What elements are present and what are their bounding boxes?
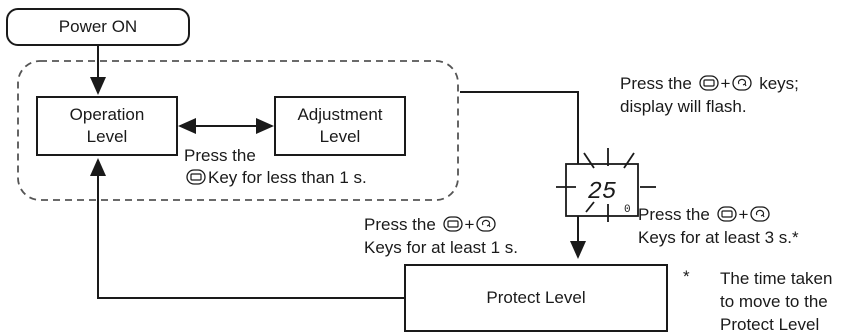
mode-key-icon — [186, 169, 206, 185]
display-sub-digit: 0 — [624, 204, 631, 216]
footnote-line-2: to move to the — [720, 292, 828, 311]
cycle-key-icon — [732, 75, 753, 91]
node-power-on-label: Power ON — [58, 17, 138, 36]
cycle-key-icon — [750, 206, 771, 222]
node-protect-level: Protect Level — [404, 264, 668, 332]
node-power-on: Power ON — [6, 8, 190, 46]
label-three-sec-press: Press the — [638, 205, 710, 224]
operation-group-outline — [17, 60, 459, 201]
node-operation-label-2: Level — [86, 127, 128, 146]
label-one-sec-press: Press the — [364, 215, 436, 234]
label-flash-press: Press the — [620, 74, 692, 93]
arrow-protect-to-operation — [90, 158, 404, 299]
node-operation-label-1: Operation — [69, 105, 145, 124]
label-flash-2: display will flash. — [620, 97, 747, 116]
cycle-key-icon — [476, 216, 497, 232]
label-one-sec-2: Keys for at least 1 s. — [364, 238, 519, 257]
footnote-line-3: Protect Level — [720, 315, 820, 334]
display-digits: 25 — [588, 179, 617, 206]
label-three-sec-2: Keys for at least 3 s.* — [638, 228, 799, 247]
mode-key-icon — [698, 75, 719, 91]
mode-key-icon — [442, 216, 463, 232]
node-protect-label: Protect Level — [486, 288, 586, 307]
label-press-mode-2: Key for less than 1 s. — [184, 167, 367, 189]
node-adjustment-level: Adjustment Level — [274, 96, 406, 156]
mode-key-icon — [716, 206, 737, 222]
node-adjustment-label-2: Level — [319, 127, 361, 146]
label-press-mode-1: Press the — [184, 146, 256, 165]
footnote-line-1: The time taken — [720, 269, 833, 288]
footnote-star: * — [683, 267, 690, 286]
node-adjustment-label-1: Adjustment — [297, 105, 383, 124]
label-flash-1: Press the + keys; — [620, 74, 799, 93]
label-one-sec-1: Press the + — [364, 214, 498, 236]
flashing-display — [556, 148, 656, 222]
label-flash-keys: keys; — [759, 74, 799, 93]
node-operation-level: Operation Level — [36, 96, 178, 156]
label-three-sec-1: Press the + — [638, 204, 772, 226]
label-press-mode-text: Key for less than 1 s. — [208, 168, 367, 187]
